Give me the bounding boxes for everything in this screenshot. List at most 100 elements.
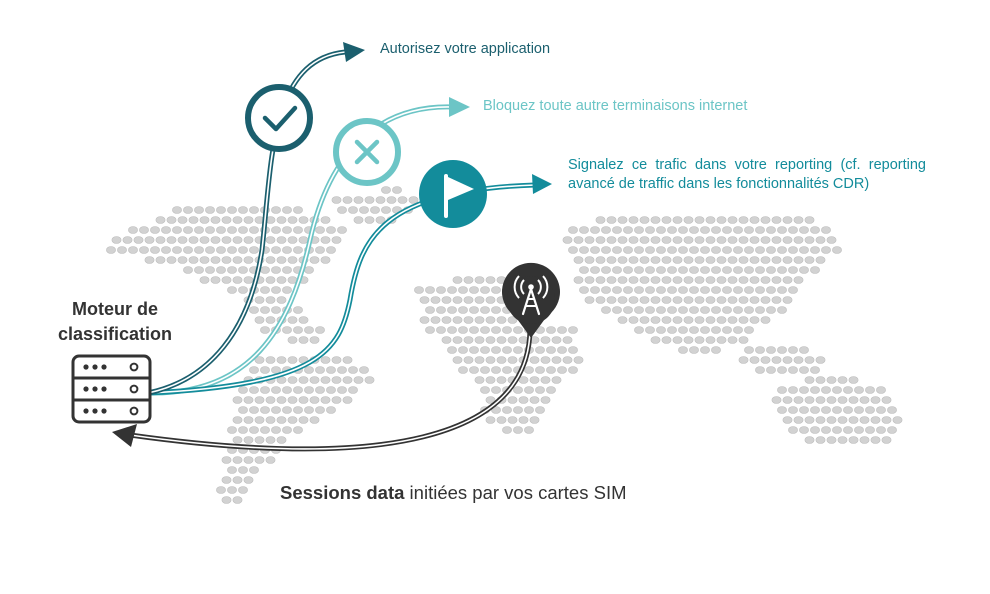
map-dot: [166, 236, 177, 244]
map-dot: [507, 396, 518, 404]
map-dot: [342, 376, 353, 384]
map-dot: [155, 236, 166, 244]
map-dot: [639, 296, 650, 304]
map-dot: [557, 326, 567, 334]
map-dot: [480, 326, 490, 334]
map-dot: [826, 376, 837, 384]
map-dot: [777, 346, 787, 354]
map-dot: [106, 246, 116, 254]
map-dot: [183, 266, 193, 274]
map-dot: [766, 226, 776, 234]
map-dot: [799, 366, 809, 374]
map-dot: [535, 386, 545, 394]
map-dot: [705, 296, 716, 304]
map-dot: [793, 416, 804, 424]
map-dot: [733, 326, 743, 334]
map-dot: [711, 246, 721, 254]
map-dot: [810, 226, 820, 234]
map-dot: [738, 316, 749, 324]
map-dot: [837, 436, 848, 444]
map-dot: [375, 216, 386, 224]
map-dot: [870, 436, 881, 444]
map-dot: [557, 346, 567, 354]
map-dot: [502, 346, 512, 354]
map-dot: [639, 236, 650, 244]
map-dot: [315, 326, 325, 334]
map-dot: [766, 346, 776, 354]
map-dot: [716, 296, 727, 304]
map-dot: [650, 336, 661, 344]
map-dot: [656, 246, 666, 254]
map-dot: [595, 296, 606, 304]
map-dot: [265, 316, 276, 324]
map-dot: [271, 226, 281, 234]
map-dot: [309, 396, 320, 404]
map-dot: [474, 376, 485, 384]
map-dot: [755, 346, 765, 354]
map-dot: [777, 266, 787, 274]
map-dot: [612, 306, 622, 314]
map-dot: [441, 316, 452, 324]
map-dot: [821, 226, 831, 234]
map-dot: [672, 256, 683, 264]
map-dot: [238, 386, 248, 394]
map-dot: [782, 276, 793, 284]
map-dot: [612, 286, 622, 294]
map-dot: [287, 416, 298, 424]
map-dot: [727, 216, 738, 224]
map-dot: [755, 286, 765, 294]
map-dot: [810, 266, 820, 274]
map-dot: [496, 376, 507, 384]
map-dot: [788, 366, 798, 374]
map-dot: [656, 326, 666, 334]
map-dot: [843, 406, 853, 414]
map-dot: [832, 386, 842, 394]
map-dot: [216, 486, 226, 494]
map-dot: [744, 246, 754, 254]
map-dot: [738, 236, 749, 244]
map-dot: [826, 416, 837, 424]
map-dot: [722, 246, 732, 254]
map-dot: [260, 286, 270, 294]
map-dot: [683, 316, 694, 324]
map-dot: [727, 256, 738, 264]
map-dot: [177, 216, 188, 224]
check-icon: [245, 84, 313, 152]
map-dot: [700, 266, 710, 274]
map-dot: [755, 226, 765, 234]
map-dot: [210, 276, 221, 284]
map-dot: [436, 306, 446, 314]
map-dot: [733, 266, 743, 274]
map-dot: [271, 286, 281, 294]
map-dot: [722, 306, 732, 314]
map-dot: [810, 426, 820, 434]
map-dot: [298, 396, 309, 404]
map-dot: [799, 406, 809, 414]
map-dot: [568, 246, 578, 254]
map-dot: [821, 246, 831, 254]
map-dot: [480, 346, 490, 354]
cross-icon: [333, 118, 401, 186]
map-dot: [254, 396, 265, 404]
map-dot: [727, 296, 738, 304]
map-dot: [804, 376, 815, 384]
map-dot: [694, 256, 705, 264]
map-dot: [309, 336, 320, 344]
map-dot: [276, 416, 287, 424]
map-dot: [733, 306, 743, 314]
map-dot: [843, 386, 853, 394]
map-dot: [749, 256, 760, 264]
map-dot: [876, 386, 886, 394]
map-dot: [584, 236, 595, 244]
world-map-dots: [106, 186, 903, 504]
map-dot: [771, 356, 782, 364]
map-dot: [238, 266, 248, 274]
map-dot: [815, 436, 826, 444]
map-dot: [265, 296, 276, 304]
map-dot: [887, 406, 897, 414]
map-dot: [755, 366, 765, 374]
map-dot: [381, 206, 391, 214]
map-dot: [265, 396, 276, 404]
map-dot: [172, 246, 182, 254]
map-dot: [227, 206, 237, 214]
